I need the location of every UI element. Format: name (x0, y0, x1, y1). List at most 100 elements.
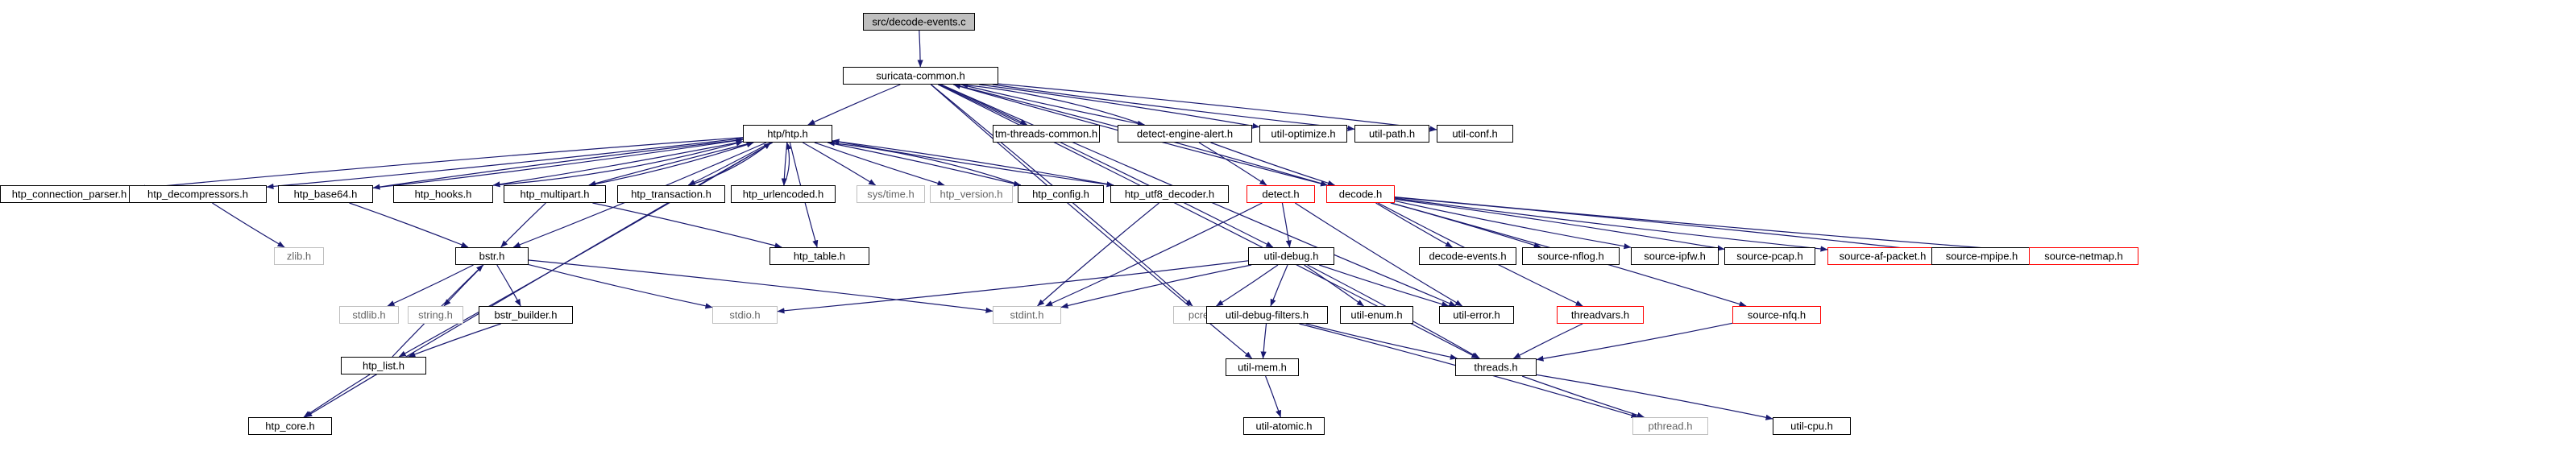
node-hcp[interactable]: htp_connection_parser.h (0, 185, 139, 203)
edge-detect-to-stdint (1045, 202, 1263, 307)
node-box (993, 125, 1100, 143)
node-box (393, 185, 493, 203)
node-smpipe[interactable]: source-mpipe.h (1931, 247, 2032, 265)
node-uerr[interactable]: util-error.h (1439, 306, 1514, 324)
node-label: htp_version.h (940, 188, 1002, 201)
node-snflog[interactable]: source-nflog.h (1522, 247, 1620, 265)
node-udebug[interactable]: util-debug.h (1248, 247, 1334, 265)
node-root[interactable]: src/decode-events.c (863, 13, 975, 31)
node-htp[interactable]: htp/htp.h (743, 125, 832, 143)
node-hurl[interactable]: htp_urlencoded.h (731, 185, 836, 203)
node-hdec[interactable]: htp_decompressors.h (129, 185, 267, 203)
edge-htp-to-htx (687, 142, 771, 186)
node-hcore[interactable]: htp_core.h (248, 417, 332, 435)
edge-hmp-to-bstr (500, 202, 546, 248)
node-box (857, 185, 925, 203)
edge-snfq-to-threads (1536, 322, 1733, 362)
node-upath[interactable]: util-path.h (1354, 125, 1429, 143)
node-box (1118, 125, 1252, 143)
node-dea[interactable]: detect-engine-alert.h (1118, 125, 1252, 143)
node-uconf[interactable]: util-conf.h (1437, 125, 1513, 143)
node-box (1522, 247, 1620, 265)
node-label: source-netmap.h (2044, 250, 2123, 263)
node-box (129, 185, 267, 203)
node-threads[interactable]: threads.h (1455, 358, 1537, 376)
node-box (1354, 125, 1429, 143)
node-box (1455, 358, 1537, 376)
node-bstr[interactable]: bstr.h (455, 247, 529, 265)
node-sipfw[interactable]: source-ipfw.h (1631, 247, 1719, 265)
node-zlib: zlib.h (274, 247, 324, 265)
edge-threads-to-pthread (1521, 375, 1645, 418)
node-box (1206, 306, 1328, 324)
node-hutf8[interactable]: htp_utf8_decoder.h (1110, 185, 1229, 203)
node-safp[interactable]: source-af-packet.h (1827, 247, 1938, 265)
node-uopt[interactable]: util-optimize.h (1259, 125, 1347, 143)
node-box (1773, 417, 1851, 435)
edge-sc-to-tmtc (940, 84, 1028, 126)
node-box (1259, 125, 1347, 143)
edge-htp-to-hmp (588, 142, 754, 187)
node-uatomic[interactable]: util-atomic.h (1243, 417, 1325, 435)
node-label: util-mem.h (1238, 362, 1287, 374)
node-hhooks[interactable]: htp_hooks.h (393, 185, 493, 203)
node-box (731, 185, 836, 203)
edge-dea-to-detect (1198, 142, 1267, 186)
edge-htp-to-hdec (266, 138, 744, 190)
node-devents[interactable]: decode-events.h (1419, 247, 1516, 265)
node-hlist[interactable]: htp_list.h (341, 357, 426, 374)
node-spcap[interactable]: source-pcap.h (1724, 247, 1815, 265)
node-bbuild[interactable]: bstr_builder.h (479, 306, 573, 324)
node-detect[interactable]: detect.h (1247, 185, 1315, 203)
node-hcfg[interactable]: htp_config.h (1018, 185, 1104, 203)
node-sc[interactable]: suricata-common.h (843, 67, 998, 85)
node-udf[interactable]: util-debug-filters.h (1206, 306, 1328, 324)
node-label: source-nfq.h (1748, 309, 1806, 321)
node-box (339, 306, 399, 324)
node-snfq[interactable]: source-nfq.h (1732, 306, 1821, 324)
node-tmtc[interactable]: tm-threads-common.h (993, 125, 1100, 143)
node-box (274, 247, 324, 265)
node-hver: htp_version.h (930, 185, 1013, 203)
node-label: source-af-packet.h (1840, 250, 1927, 263)
node-label: htp_table.h (794, 250, 845, 263)
node-hmp[interactable]: htp_multipart.h (504, 185, 606, 203)
node-label: htp_urlencoded.h (743, 188, 823, 201)
node-tvars[interactable]: threadvars.h (1557, 306, 1644, 324)
node-label: src/decode-events.c (872, 16, 966, 28)
edge-bstr-to-bbuild (496, 264, 521, 307)
node-snetmap[interactable]: source-netmap.h (2029, 247, 2138, 265)
node-label: source-pcap.h (1736, 250, 1802, 263)
edge-udebug-to-stdio (777, 260, 1249, 314)
node-box (479, 306, 573, 324)
edge-detect-to-udebug (1281, 202, 1292, 248)
node-uenum[interactable]: util-enum.h (1340, 306, 1413, 324)
edge-htp-to-systime (803, 142, 877, 186)
node-ucpu[interactable]: util-cpu.h (1773, 417, 1851, 435)
node-decode[interactable]: decode.h (1326, 185, 1395, 203)
node-label: stdint.h (1010, 309, 1044, 321)
edge-detect-to-uerr (1294, 202, 1463, 307)
node-umem[interactable]: util-mem.h (1226, 358, 1299, 376)
edge-hmp-to-htp (588, 142, 754, 186)
node-label: detect-engine-alert.h (1137, 128, 1233, 140)
edge-sc-to-uopt (979, 84, 1260, 129)
node-htable[interactable]: htp_table.h (769, 247, 869, 265)
edge-bstr-to-stdlib (387, 264, 474, 307)
edge-htp-to-hcore (305, 142, 774, 418)
node-box (1732, 306, 1821, 324)
node-stdint: stdint.h (993, 306, 1061, 324)
node-stdio: stdio.h (712, 306, 778, 324)
node-box (930, 185, 1013, 203)
node-hb64[interactable]: htp_base64.h (278, 185, 373, 203)
node-label: stdlib.h (352, 309, 385, 321)
edge-decode-to-sipfw (1394, 200, 1632, 250)
node-label: htp_base64.h (294, 188, 358, 201)
node-htx[interactable]: htp_transaction.h (617, 185, 725, 203)
node-box (1326, 185, 1395, 203)
node-box (1632, 417, 1708, 435)
edge-bstr-to-stringh (443, 264, 484, 307)
node-box (1248, 247, 1334, 265)
node-box (408, 306, 463, 324)
node-box (504, 185, 606, 203)
